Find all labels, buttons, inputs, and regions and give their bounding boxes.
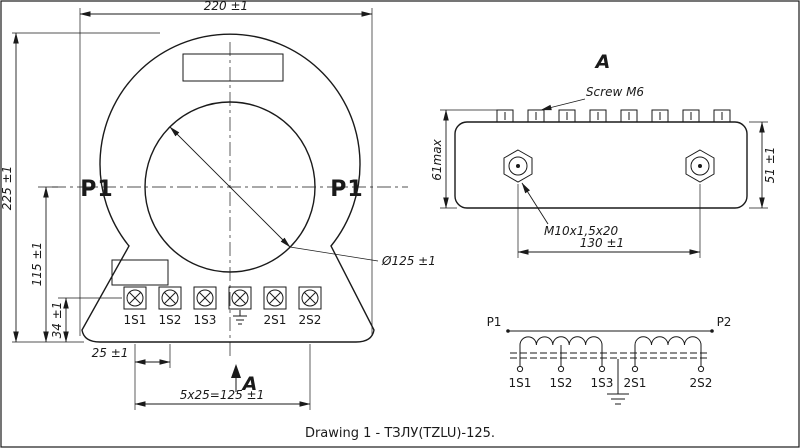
- dim-51: 51 ±1: [749, 121, 777, 209]
- schematic-label-2s2: 2S2: [690, 376, 713, 390]
- transformer-body-outline: [81, 33, 375, 343]
- dim-aperture-125: Ø125 ±1: [169, 126, 436, 268]
- front-view: P1 P1: [0, 0, 436, 410]
- dim-text-130: 130 ±1: [580, 236, 624, 250]
- schematic-label-1s3: 1S3: [591, 376, 614, 390]
- dim-text-25: 25 ±1: [92, 346, 129, 360]
- rating-plate-rect: [111, 259, 169, 286]
- schematic-label-1s2: 1S2: [550, 376, 573, 390]
- terminal-1s1: [123, 286, 147, 310]
- dim-text-115: 115 ±1: [30, 242, 44, 286]
- terminal-label-1s1: 1S1: [124, 313, 147, 327]
- secondary-winding-1: [519, 336, 603, 346]
- terminal-label-1s3: 1S3: [194, 313, 217, 327]
- terminal-1s2: [158, 286, 182, 310]
- terminal-ground: [228, 286, 252, 310]
- view-a-label: A: [594, 51, 611, 73]
- schematic: P1 P2 1S1 1S2 1S3 2S1 2S2: [487, 315, 732, 405]
- dim-width-220: 220 ±1: [79, 0, 373, 336]
- schematic-ground-icon: [607, 359, 629, 405]
- nameplate-rect: [182, 53, 284, 82]
- ground-symbol-icon: [233, 310, 247, 325]
- primary-end-left: [506, 329, 510, 333]
- dim-61max: 61max: [430, 109, 500, 209]
- p1-marking-right: P1: [330, 177, 363, 202]
- side-view: A Screw M6: [430, 51, 777, 258]
- section-arrow: A: [231, 364, 257, 395]
- section-arrowhead-icon: [231, 364, 241, 378]
- dim-text-aperture: Ø125 ±1: [381, 254, 436, 268]
- dim-height-34: 34 ±1: [50, 297, 122, 343]
- mounting-stud-right: [685, 149, 715, 183]
- terminal-2s2: [298, 286, 322, 310]
- stud-label: M10x1,5x20: [544, 224, 619, 238]
- screw-label: Screw M6: [586, 85, 645, 99]
- section-label-a: A: [241, 373, 258, 395]
- dim-pitch-25: 25 ±1: [92, 344, 171, 368]
- dim-row-125: 5x25=125 ±1: [134, 344, 311, 410]
- dim-text-61max: 61max: [430, 138, 444, 180]
- dim-text-34: 34 ±1: [50, 302, 64, 339]
- dim-130: 130 ±1: [517, 184, 701, 258]
- schematic-p1-label: P1: [487, 315, 502, 329]
- dim-text-220: 220 ±1: [204, 0, 248, 13]
- screw-callout: Screw M6: [540, 85, 645, 111]
- secondary-leads: [516, 345, 705, 373]
- dim-text-225: 225 ±1: [0, 166, 14, 210]
- stud-callout: M10x1,5x20: [521, 182, 619, 238]
- terminal-row: [123, 286, 322, 310]
- drawing-caption: Drawing 1 - ТЗЛУ(TZLU)-125.: [305, 426, 495, 441]
- terminal-label-1s2: 1S2: [159, 313, 182, 327]
- dim-text-51: 51 ±1: [763, 147, 777, 184]
- secondary-winding-2: [634, 336, 702, 346]
- terminal-screws: [496, 109, 731, 123]
- primary-end-right: [710, 329, 714, 333]
- terminal-2s1: [263, 286, 287, 310]
- dim-height-225: 225 ±1: [0, 32, 160, 343]
- terminal-1s3: [193, 286, 217, 310]
- terminal-label-2s1: 2S1: [264, 313, 287, 327]
- mounting-stud-left: [503, 149, 533, 183]
- side-body-outline: [454, 121, 748, 209]
- schematic-p2-label: P2: [717, 315, 732, 329]
- schematic-label-2s1: 2S1: [624, 376, 647, 390]
- dim-height-115: 115 ±1: [30, 186, 58, 343]
- terminal-label-2s2: 2S2: [299, 313, 322, 327]
- dim-text-125-row: 5x25=125 ±1: [180, 388, 264, 402]
- p1-marking-left: P1: [80, 177, 113, 202]
- schematic-label-1s1: 1S1: [509, 376, 532, 390]
